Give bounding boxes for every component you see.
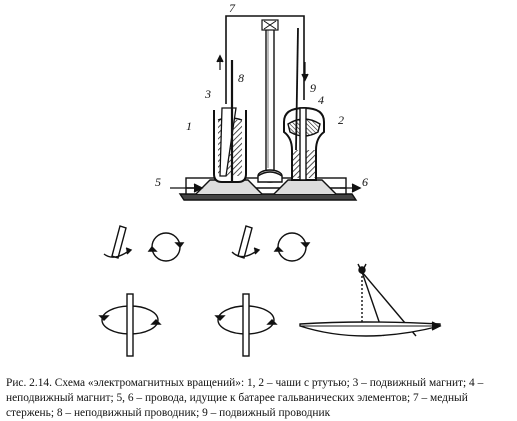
- electromagnetic-rotation-diagram: 7 8 3 1 9 4 2 5 6: [98, 1, 442, 357]
- label-7: 7: [229, 1, 236, 15]
- figure-caption: Рис. 2.14. Схема «электромагнитных враще…: [6, 376, 512, 421]
- copper-rod-7: [257, 19, 283, 183]
- schematic-tilted-magnet-b: [231, 225, 261, 259]
- caption-text: Рис. 2.14. Схема «электромагнитных враще…: [6, 377, 484, 419]
- label-6: 6: [362, 175, 368, 189]
- top-frame: [225, 15, 305, 104]
- schematic-vertical-magnet-b: [214, 293, 278, 357]
- label-2: 2: [338, 113, 344, 127]
- label-1: 1: [186, 119, 192, 133]
- label-4: 4: [318, 93, 324, 107]
- schematic-circle-b: [273, 232, 311, 262]
- label-8: 8: [238, 71, 244, 85]
- schematic-vertical-magnet-a: [98, 293, 162, 357]
- rotation-schematics-row-1: [103, 225, 417, 337]
- movable-conductor-9: [295, 27, 299, 151]
- schematic-flat-disk: [299, 321, 442, 337]
- fixed-magnet-4: [299, 107, 307, 181]
- label-5: 5: [155, 175, 161, 189]
- label-3: 3: [204, 87, 211, 101]
- rotation-schematics-row-2: [98, 293, 442, 357]
- schematic-tilted-magnet-a: [103, 225, 133, 259]
- schematic-circle-a: [147, 232, 185, 262]
- base-plate: [178, 193, 358, 201]
- label-9: 9: [310, 81, 316, 95]
- apparatus: [170, 15, 362, 201]
